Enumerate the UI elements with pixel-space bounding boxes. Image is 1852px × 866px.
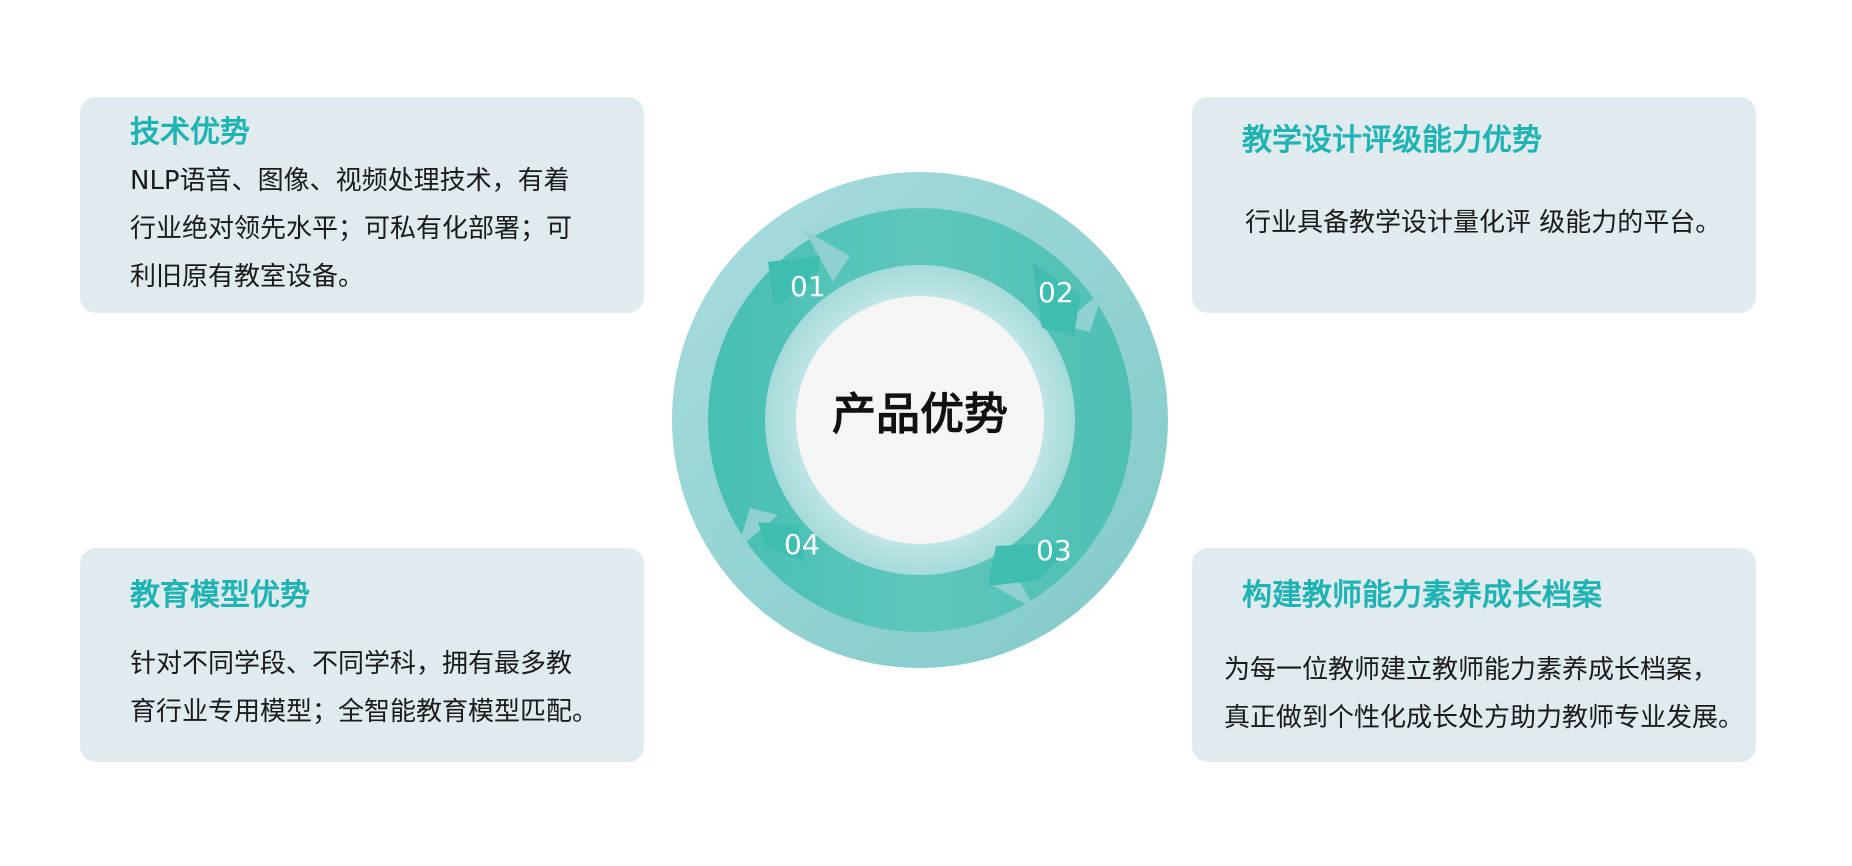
card-line: 育行业专用模型；全智能教育模型匹配。 <box>130 697 599 727</box>
card-line: 真正做到个性化成长处方助力教师专业发展。 <box>1224 703 1745 733</box>
card-line: 行业具备教学设计量化评 级能力的平台。 <box>1245 208 1722 238</box>
arrow-notch-01 <box>804 230 850 282</box>
card-body: 为每一位教师建立教师能力素养成长档案， 真正做到个性化成长处方助力教师专业发展。 <box>1224 646 1744 742</box>
step-label-01: 01 <box>790 270 826 303</box>
step-label-02: 02 <box>1038 276 1074 309</box>
step-label-04: 04 <box>784 528 820 561</box>
card-line: 利旧原有教室设备。 <box>130 262 365 292</box>
card-tech-advantage: 技术优势 NLP语音、图像、视频处理技术，有着 行业绝对领先水平；可私有化部署；… <box>80 97 644 313</box>
card-line: 针对不同学段、不同学科，拥有最多教 <box>130 649 573 679</box>
card-title: 教学设计评级能力优势 <box>1242 123 1542 158</box>
card-teaching-design-advantage: 教学设计评级能力优势 行业具备教学设计量化评 级能力的平台。 <box>1192 97 1756 313</box>
arrow-head-01 <box>768 256 820 308</box>
arrow-notch-04 <box>737 508 778 550</box>
card-title: 构建教师能力素养成长档案 <box>1242 578 1602 613</box>
arrow-head-03 <box>988 542 1072 586</box>
card-teacher-growth-archive: 构建教师能力素养成长档案 为每一位教师建立教师能力素养成长档案， 真正做到个性化… <box>1192 548 1756 762</box>
arrow-head-02 <box>1032 262 1080 336</box>
card-line: NLP语音、图像、视频处理技术，有着 <box>130 166 570 196</box>
card-body: 针对不同学段、不同学科，拥有最多教 育行业专用模型；全智能教育模型匹配。 <box>130 640 598 736</box>
center-disc <box>796 296 1044 544</box>
arrow-head-04 <box>758 522 806 562</box>
card-title: 技术优势 <box>130 115 250 150</box>
card-education-model-advantage: 教育模型优势 针对不同学段、不同学科，拥有最多教 育行业专用模型；全智能教育模型… <box>80 548 644 762</box>
card-body: 行业具备教学设计量化评 级能力的平台。 <box>1245 199 1721 247</box>
card-body: NLP语音、图像、视频处理技术，有着 行业绝对领先水平；可私有化部署；可 利旧原… <box>130 157 572 301</box>
card-title: 教育模型优势 <box>130 578 310 613</box>
center-title: 产品优势 <box>832 389 1008 440</box>
card-line: 为每一位教师建立教师能力素养成长档案， <box>1224 655 1719 685</box>
step-label-03: 03 <box>1036 534 1072 567</box>
cycle-diagram: 01 02 03 04 <box>672 172 1168 668</box>
card-line: 行业绝对领先水平；可私有化部署；可 <box>130 214 573 244</box>
